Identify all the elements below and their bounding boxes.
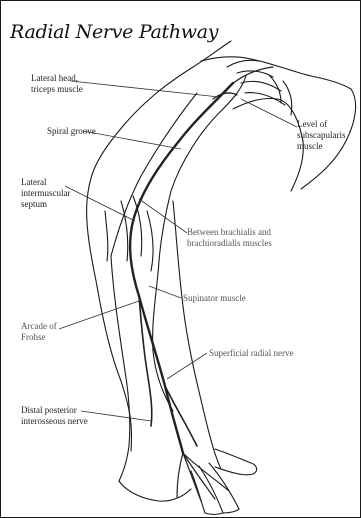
leader-arcade xyxy=(59,301,139,329)
superficial-branch xyxy=(165,386,197,446)
label-lateral-head: Lateral head, triceps muscle xyxy=(31,73,83,95)
leader-supinator xyxy=(149,286,181,298)
label-level-subscapularis: Level of subscapularis muscle xyxy=(297,119,346,152)
leader-lateral-head xyxy=(71,81,219,97)
label-spiral-groove: Spiral groove xyxy=(47,126,96,137)
label-arcade: Arcade of Frohse xyxy=(21,321,57,343)
branch-upper xyxy=(231,67,273,85)
hand-palm xyxy=(119,481,191,501)
label-lateral-septum: Lateral intermuscular septum xyxy=(21,177,70,210)
label-distal-posterior: Distal posterior interosseous nerve xyxy=(21,405,88,427)
label-supinator: Supinator muscle xyxy=(183,293,246,304)
finger-tip-b xyxy=(223,509,239,513)
leader-subscapularis xyxy=(241,99,297,127)
leader-septum xyxy=(65,186,135,221)
diagram-title: Radial Nerve Pathway xyxy=(10,21,218,43)
radial-nerve-main xyxy=(130,83,233,453)
leader-distal xyxy=(81,411,151,421)
forearm-left xyxy=(111,256,130,481)
leader-spiral-groove xyxy=(83,131,181,149)
label-brachialis: Between brachialis and brachioradialis m… xyxy=(187,227,272,249)
finger-tip-a xyxy=(205,513,223,515)
thumb xyxy=(215,449,257,475)
label-superficial: Superficial radial nerve xyxy=(209,348,293,359)
leader-superficial xyxy=(167,353,207,379)
hand-branch-4 xyxy=(177,453,183,497)
